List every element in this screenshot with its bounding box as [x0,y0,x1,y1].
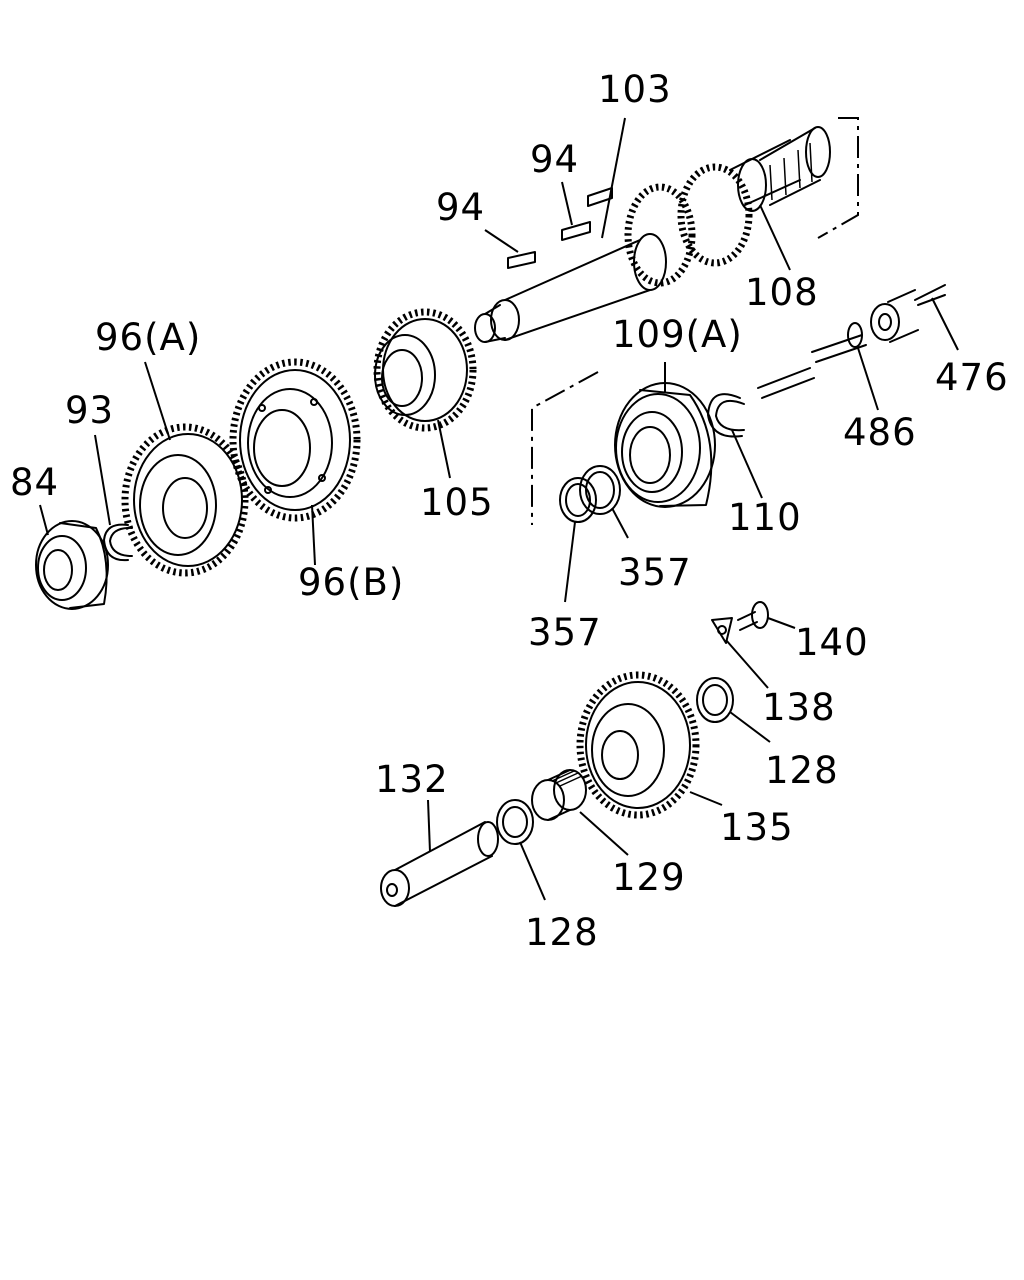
leader-lines [39,117,959,901]
part-128-washer-upper [696,677,734,723]
label-135: 135 [720,806,794,849]
label-486: 486 [843,411,917,454]
label-129: 129 [612,856,686,899]
part-94-key-left [507,251,536,269]
label-128-upper: 128 [765,749,839,792]
part-main-shaft [474,126,831,343]
part-84-ball-bearing [35,520,109,610]
label-94-left: 94 [436,186,485,229]
part-132-shaft [380,821,499,907]
part-96a-gear [121,423,249,577]
part-135-gear [576,671,700,819]
part-96b-gear [229,358,361,522]
label-476: 476 [935,356,1009,399]
part-476-drive-gear [870,284,946,343]
label-132: 132 [375,758,449,801]
part-140-bolt [737,601,769,631]
part-486-pin [757,322,867,399]
label-96b: 96(B) [298,561,404,604]
label-93: 93 [65,389,114,432]
part-110-snap-ring [707,393,745,438]
part-105-gear [373,308,477,432]
label-109a: 109(A) [612,313,743,356]
label-357-left: 357 [528,611,602,654]
part-138-lock-plate [711,617,733,644]
part-129-needle-bearing [531,769,587,821]
part-128-washer-lower [496,799,534,845]
part-109a-bearing [614,382,716,508]
bracket-shaft-end [817,117,859,239]
label-103: 103 [598,68,672,111]
part-357-ring-a [559,477,597,523]
label-357-right: 357 [618,551,692,594]
label-140: 140 [795,621,869,664]
part-357-ring-b [579,465,621,515]
label-110: 110 [728,496,802,539]
part-103-key [587,187,613,207]
label-108: 108 [745,271,819,314]
part-94-key-right [561,221,591,241]
label-128-lower: 128 [525,911,599,954]
part-93-snap-ring [103,523,133,562]
bracket-bearing-group [531,371,599,525]
label-96a: 96(A) [95,316,201,359]
label-84: 84 [10,461,59,504]
label-138: 138 [762,686,836,729]
label-105: 105 [420,481,494,524]
label-94-right: 94 [530,138,579,181]
